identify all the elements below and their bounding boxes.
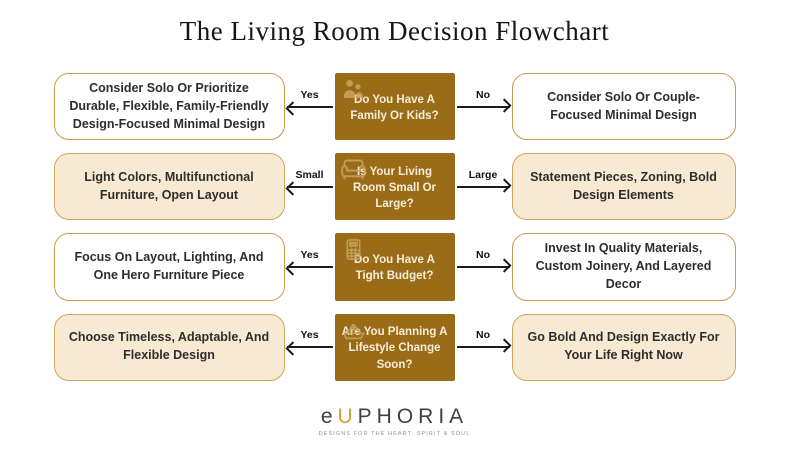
yes-arrow: Yes: [286, 249, 333, 268]
no-arrow: No: [456, 89, 510, 108]
brand-tagline: Designs for the heart, spirit & soul: [318, 430, 471, 437]
answer-box-left: Consider Solo Or Prioritize Durable, Fle…: [53, 73, 285, 141]
question-text: Do You Have A Tight Budget?: [354, 254, 435, 283]
answer-box-right: Consider Solo Or Couple-Focused Minimal …: [511, 73, 736, 141]
page-title: The Living Room Decision Flowchart: [179, 16, 610, 46]
question-box: Do You Have A Family Or Kids?: [334, 73, 455, 141]
boat-icon: [340, 317, 367, 344]
calculator-icon: [340, 236, 367, 263]
large-arrow: Large: [456, 169, 510, 188]
answer-box-left: Choose Timeless, Adaptable, And Flexible…: [53, 313, 285, 381]
yes-arrow: Yes: [286, 329, 333, 348]
flow-row-room-size: Light Colors, Multifunctional Furniture,…: [53, 153, 736, 221]
decision-flowchart: Consider Solo Or Prioritize Durable, Fle…: [53, 73, 736, 381]
answer-box-left: Light Colors, Multifunctional Furniture,…: [53, 153, 285, 221]
no-arrow: No: [456, 249, 510, 268]
arrow-label: Large: [468, 168, 498, 181]
small-arrow: Small: [286, 169, 333, 188]
sofa-icon: [340, 156, 367, 183]
answer-box-right: Invest In Quality Materials, Custom Join…: [511, 233, 736, 301]
question-box: Are You Planning A Lifestyle Change Soon…: [334, 313, 455, 381]
arrow-label: Yes: [300, 329, 319, 341]
euphoria-logo: eUPHORIA: [0, 405, 789, 429]
logo-letter-e: e: [320, 404, 338, 428]
question-text: Are You Planning A Lifestyle Change Soon…: [341, 326, 448, 371]
logo-rest: PHORIA: [357, 404, 469, 428]
arrow-label: Yes: [300, 248, 319, 261]
answer-box-right: Go Bold And Design Exactly For Your Life…: [511, 313, 736, 381]
flow-row-lifestyle: Choose Timeless, Adaptable, And Flexible…: [53, 313, 736, 381]
yes-arrow: Yes: [286, 89, 333, 108]
arrow-label: Yes: [300, 88, 319, 101]
arrow-label: No: [476, 248, 490, 261]
arrow-label: Small: [295, 168, 324, 181]
answer-box-left: Focus On Layout, Lighting, And One Hero …: [53, 233, 285, 301]
question-text: Do You Have A Family Or Kids?: [350, 94, 439, 123]
question-box: Is Your Living Room Small Or Large?: [334, 153, 455, 221]
family-icon: [340, 76, 367, 103]
question-box: Do You Have A Tight Budget?: [334, 233, 455, 301]
arrow-label: No: [476, 329, 490, 341]
flow-row-budget: Focus On Layout, Lighting, And One Hero …: [53, 233, 736, 301]
flow-row-family: Consider Solo Or Prioritize Durable, Fle…: [53, 73, 736, 141]
no-arrow: No: [456, 329, 510, 348]
brand-footer: eUPHORIA Designs for the heart, spirit &…: [0, 405, 789, 437]
logo-letter-u: U: [337, 404, 358, 428]
question-text: Is Your Living Room Small Or Large?: [352, 166, 437, 211]
arrow-label: No: [476, 88, 490, 101]
answer-box-right: Statement Pieces, Zoning, Bold Design El…: [511, 153, 736, 221]
